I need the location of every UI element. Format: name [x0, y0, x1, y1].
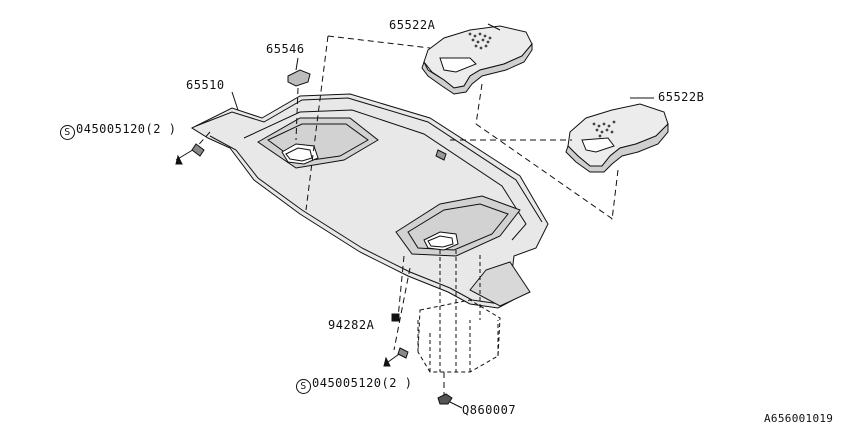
- screw-top: [175, 143, 205, 165]
- label-65522b: 65522B: [658, 90, 705, 104]
- right-recess-inner: [407, 203, 509, 251]
- pad-65522a-dots: [468, 32, 492, 50]
- label-65546: 65546: [266, 42, 305, 56]
- shelf-notch: [435, 149, 447, 161]
- label-q860007: Q860007: [462, 403, 517, 417]
- clip-94282a: [391, 313, 400, 322]
- shelf-side-flap: [469, 261, 531, 307]
- label-65510: 65510: [186, 78, 225, 92]
- nut-q860007: [437, 393, 463, 409]
- under-bin: [417, 299, 501, 373]
- screw-top-part-number: 045005120(2 ): [76, 122, 177, 136]
- clip-65546: [287, 69, 311, 87]
- label-65522a: 65522A: [389, 18, 436, 32]
- assembly-lines: [193, 35, 619, 396]
- shelf-top-edge: [195, 97, 543, 223]
- screw-bottom: [383, 347, 409, 367]
- s-mark-icon: S: [60, 125, 75, 140]
- shelf-lower-edge: [209, 135, 525, 305]
- shelf-inner-contour: [243, 109, 527, 241]
- figure-id: A656001019: [764, 412, 834, 425]
- s-mark-icon: S: [296, 379, 311, 394]
- screw-bottom-part-number: 045005120(2 ): [312, 376, 413, 390]
- pad-65522b-dots: [592, 120, 616, 138]
- label-94282a: 94282A: [328, 318, 375, 332]
